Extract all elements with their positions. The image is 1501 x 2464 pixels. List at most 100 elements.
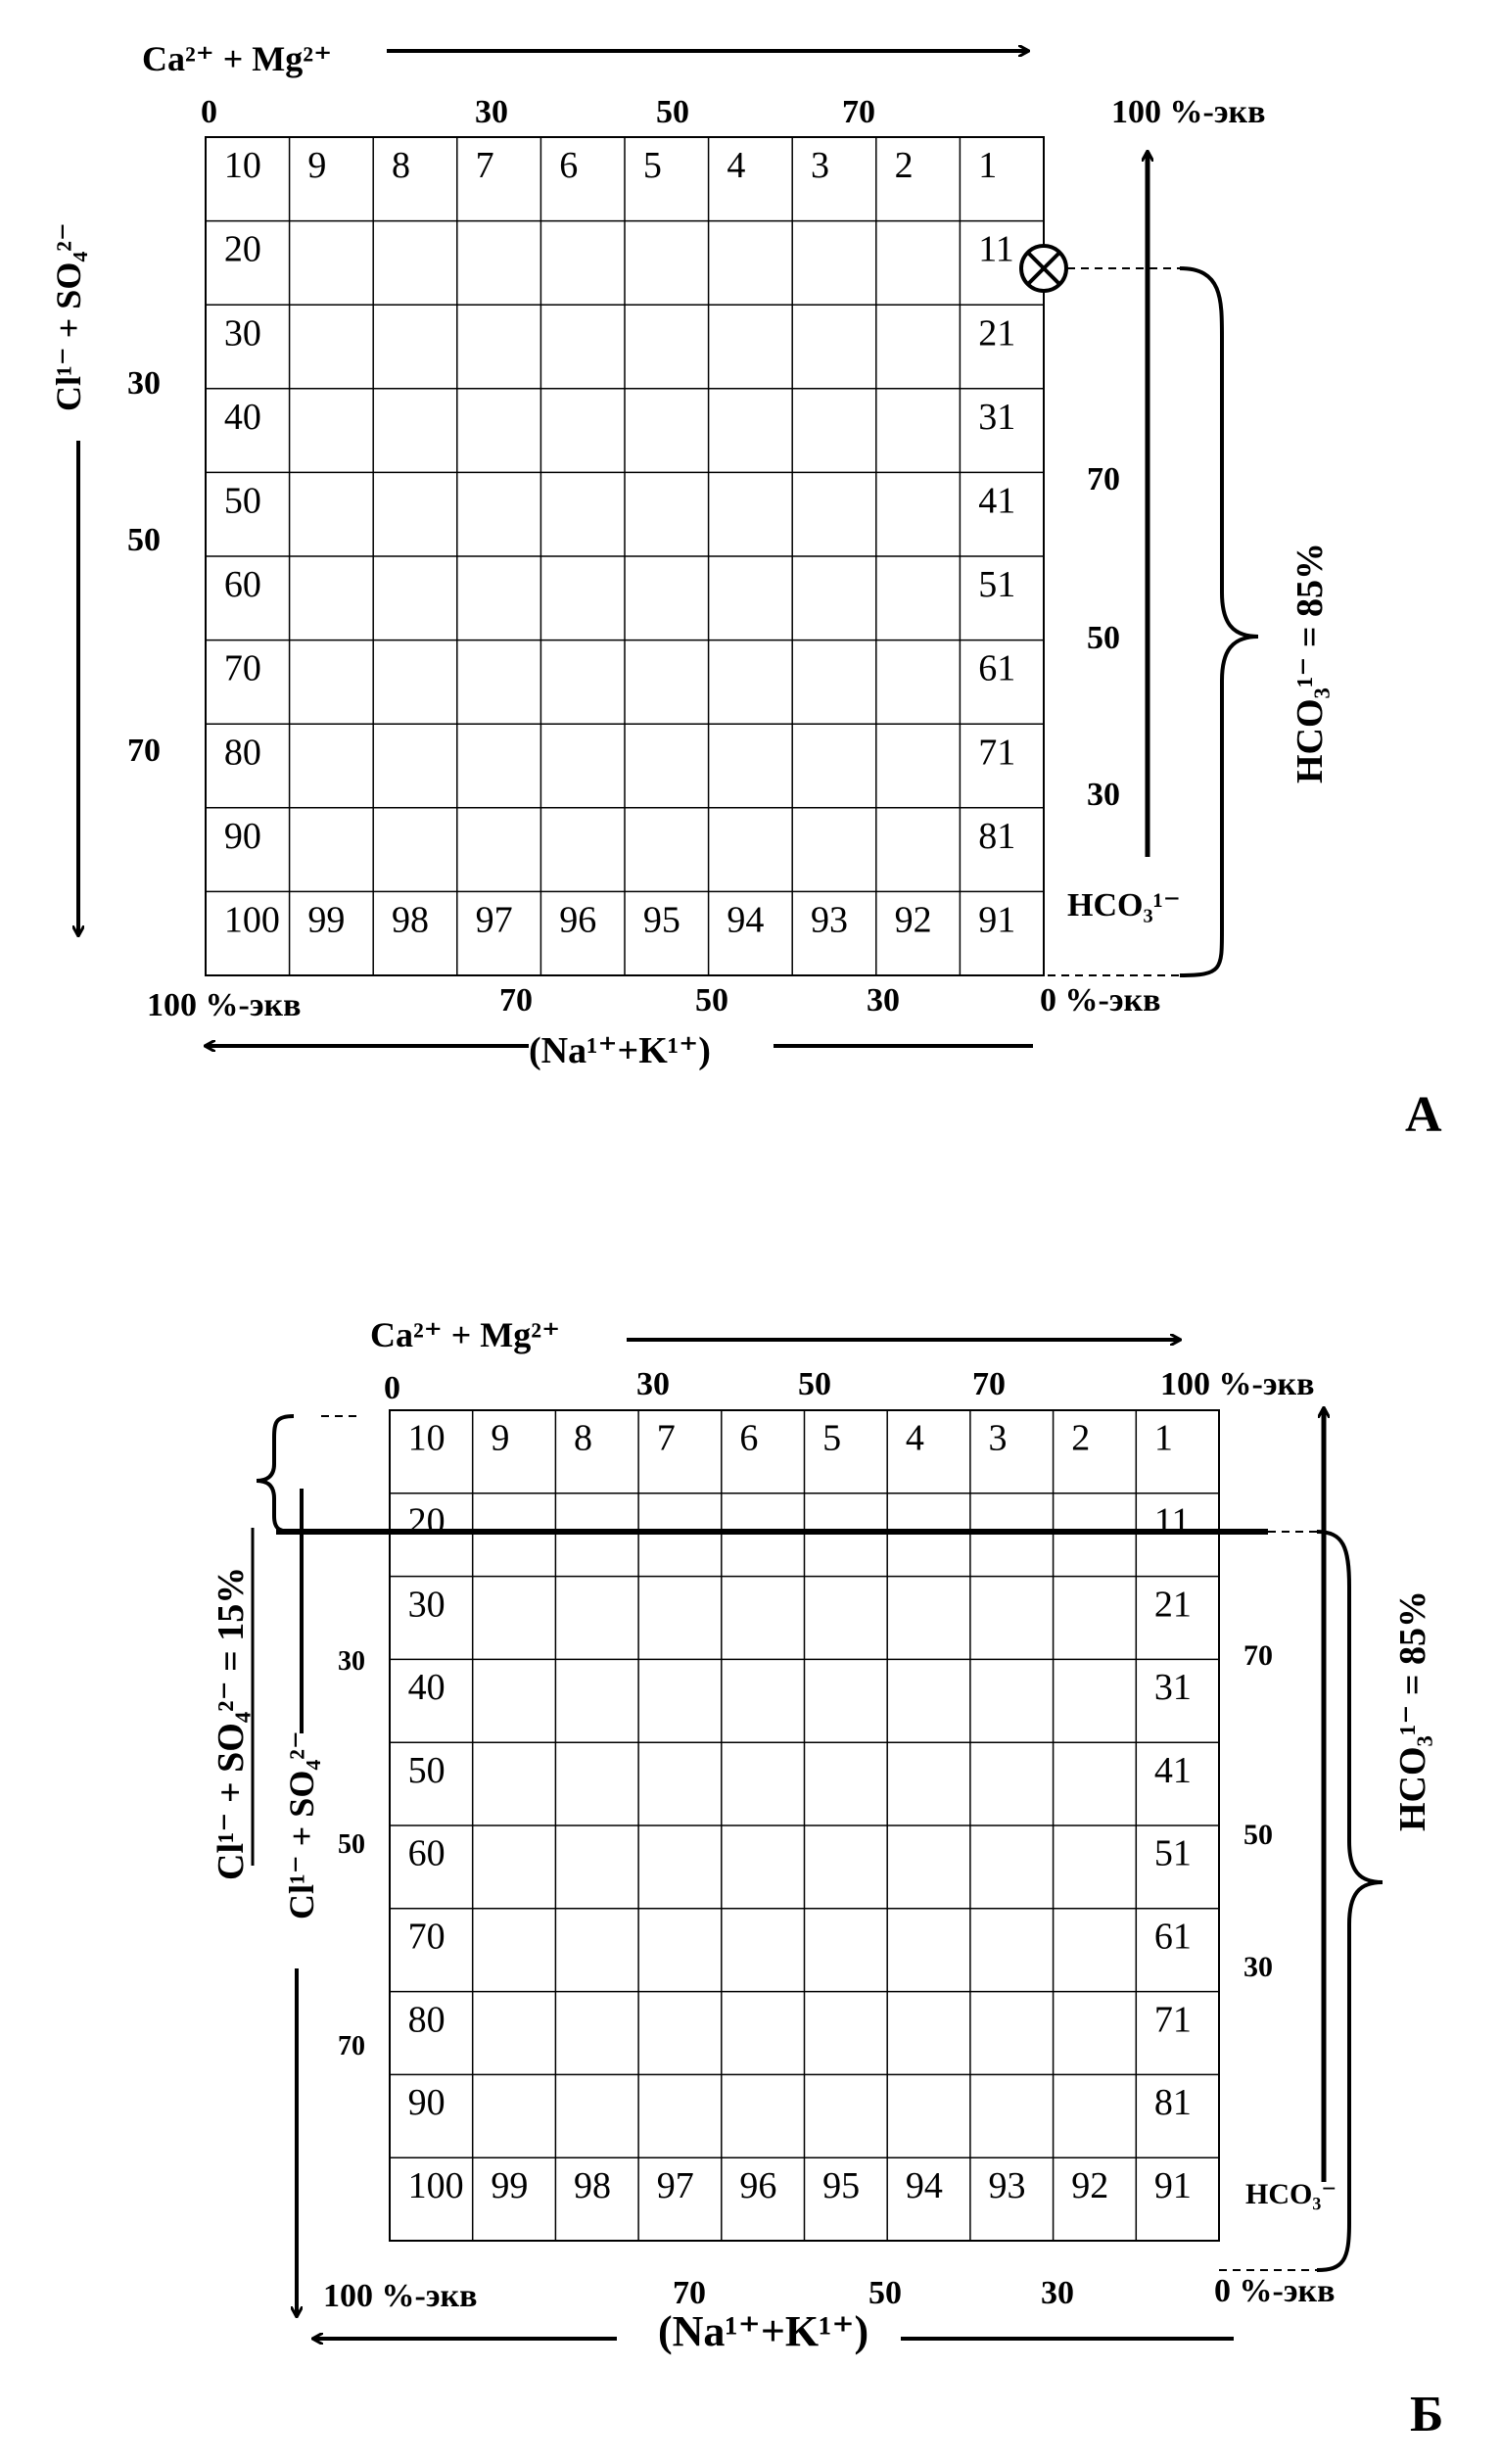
left-tick-b: 30: [338, 1646, 365, 1677]
grid-cell-label: 90: [408, 2082, 446, 2123]
grid-cell-label: 61: [978, 648, 1015, 689]
cation-top-label-a: Ca²⁺ + Mg²⁺: [142, 39, 332, 78]
grid-cell-label: 95: [822, 2165, 860, 2206]
top-tick-b: 0: [384, 1370, 400, 1406]
grid-cell-label: 41: [1154, 1750, 1192, 1791]
bottom-tick-a: 100 %-экв: [147, 987, 301, 1023]
top-tick-a: 70: [842, 94, 875, 130]
grid-cell-label: 96: [559, 899, 596, 940]
anion-brace-b: [256, 1414, 295, 1534]
top-tick-b: 70: [972, 1366, 1006, 1402]
bottom-tick-a: 30: [867, 982, 900, 1019]
bottom-tick-b: 30: [1041, 2275, 1074, 2311]
left-tick-b: 70: [338, 2031, 365, 2061]
grid-cell-label: 99: [491, 2165, 528, 2206]
grid-cell-label: 100: [224, 899, 280, 940]
grid-cell-label: 93: [811, 899, 848, 940]
hco3-axis-label-b: HCO₃⁻: [1245, 2178, 1337, 2210]
top-tick-a: 30: [475, 94, 508, 130]
grid-cell-label: 10: [408, 1418, 446, 1459]
bottom-tick-b: 0 %-экв: [1214, 2273, 1335, 2309]
grid-cell-label: 97: [476, 899, 513, 940]
anion-value-label-b: Cl¹⁻ + SO₄²⁻ = 15%: [211, 1567, 252, 1880]
grid-cell-label: 96: [739, 2165, 776, 2206]
right-tick-a: 70: [1087, 461, 1120, 498]
grid-cell-label: 7: [476, 145, 494, 186]
grid-cell-label: 80: [408, 1999, 446, 2040]
sample-marker-cross-a: [1026, 251, 1061, 286]
grid-cell-label: 71: [978, 732, 1015, 773]
hco3-brace-a: [1179, 266, 1259, 977]
grid-cell-label: 9: [307, 145, 326, 186]
grid-cell-label: 9: [491, 1418, 509, 1459]
grid-cell-label: 31: [978, 397, 1015, 438]
grid-cell-label: 6: [739, 1418, 758, 1459]
grid-cell-label: 21: [978, 312, 1015, 354]
grid-cell-label: 5: [822, 1418, 841, 1459]
grid-cell-label: 61: [1154, 1917, 1192, 1958]
grid-cell-label: 94: [906, 2165, 943, 2206]
grid-cell-label: 3: [811, 145, 829, 186]
grid-cell-label: 8: [574, 1418, 592, 1459]
bottom-tick-b: 70: [673, 2275, 706, 2311]
left-tick-b: 50: [338, 1829, 365, 1860]
right-tick-b: 50: [1243, 1819, 1273, 1851]
grid-cell-label: 81: [1154, 2082, 1192, 2123]
grid-cell-label: 91: [978, 899, 1015, 940]
grid-cell-label: 31: [1154, 1667, 1192, 1708]
grid-cell-label: 51: [1154, 1833, 1192, 1874]
anion-left-label-a: Cl¹⁻ + SO₄²⁻: [49, 222, 88, 411]
bottom-tick-a: 70: [499, 982, 533, 1019]
grid-cell-label: 11: [978, 229, 1014, 270]
grid-cell-label: 10: [224, 145, 261, 186]
bottom-tick-a: 0 %-экв: [1040, 982, 1160, 1019]
grid-cell-label: 2: [1071, 1418, 1090, 1459]
right-tick-b: 30: [1243, 1951, 1273, 1983]
grid-cell-label: 98: [392, 899, 429, 940]
hco3-brace-b: [1316, 1530, 1384, 2272]
anion-left-label-b: Cl¹⁻ + SO₄²⁻: [282, 1730, 321, 1919]
grid-cell-label: 100: [408, 2165, 464, 2206]
grid-cell-label: 99: [307, 899, 345, 940]
bottom-tick-b: 100 %-экв: [323, 2278, 477, 2314]
left-tick-a: 70: [127, 733, 161, 769]
grid-cell-label: 30: [224, 312, 261, 354]
grid-cell-label: 40: [224, 397, 261, 438]
grid-cell-label: 8: [392, 145, 410, 186]
grid-cell-label: 51: [978, 564, 1015, 605]
hco3-axis-label-a: HCO₃¹⁻: [1067, 887, 1181, 924]
bottom-tick-b: 50: [868, 2275, 902, 2311]
grid-cell-label: 3: [989, 1418, 1008, 1459]
bottom-tick-a: 50: [695, 982, 728, 1019]
grid-cell-label: 11: [1154, 1501, 1191, 1542]
left-tick-a: 30: [127, 365, 161, 402]
grid-cell-label: 60: [408, 1833, 446, 1874]
grid-cell-label: 41: [978, 480, 1015, 521]
hco3-value-label-a: HCO₃¹⁻ = 85%: [1290, 543, 1331, 783]
grid-cell-label: 95: [643, 899, 680, 940]
grid-cell-label: 50: [224, 480, 261, 521]
grid-cell-label: 71: [1154, 1999, 1192, 2040]
cation-bottom-label-a: (Na¹⁺+K¹⁺): [529, 1030, 711, 1071]
grid-cell-label: 94: [727, 899, 764, 940]
left-tick-a: 50: [127, 522, 161, 558]
hco3-value-label-b: HCO₃¹⁻ = 85%: [1392, 1590, 1433, 1831]
cation-top-label-b: Ca²⁺ + Mg²⁺: [370, 1315, 560, 1354]
grid-cell-label: 70: [408, 1917, 446, 1958]
grid-cell-label: 80: [224, 732, 261, 773]
grid-cell-label: 60: [224, 564, 261, 605]
grid-cell-label: 20: [408, 1501, 446, 1542]
grid-cell-label: 90: [224, 816, 261, 857]
grid-cell-label: 50: [408, 1750, 446, 1791]
top-tick-b: 100 %-экв: [1160, 1366, 1314, 1402]
grid-cell-label: 2: [895, 145, 914, 186]
panel-label-a: А: [1405, 1087, 1442, 1143]
grid-cell-label: 1: [1154, 1418, 1173, 1459]
grid-cell-label: 30: [408, 1584, 446, 1625]
panel-label-b: Б: [1410, 2387, 1443, 2442]
